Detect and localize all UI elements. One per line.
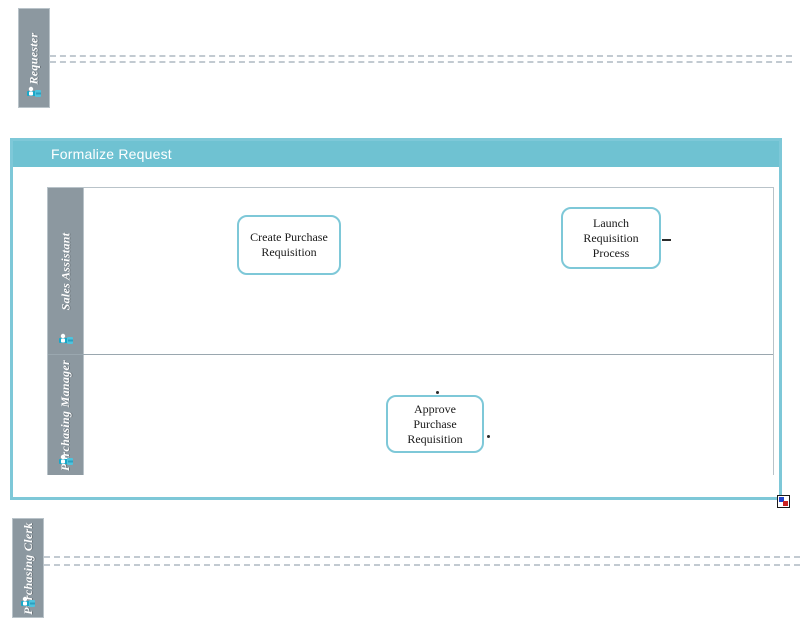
- pool-header-purchasing-clerk[interactable]: Purchasing Clerk: [12, 518, 44, 618]
- participant-actor-icon: [20, 595, 36, 611]
- task-launch-requisition-process[interactable]: Launch Requisition Process: [561, 207, 671, 269]
- message-flow-clerk-upper: [44, 556, 800, 558]
- lane-header-purchasing-manager[interactable]: Purchasing Manager: [48, 355, 84, 475]
- task-label: Approve Purchase Requisition: [407, 401, 463, 446]
- subprocess-title: Formalize Request: [13, 141, 199, 167]
- task-create-purchase-requisition[interactable]: Create Purchase Requisition: [237, 215, 341, 275]
- task-label: Create Purchase Requisition: [250, 230, 328, 259]
- lane-label-sales-assistant: Sales Assistant: [58, 232, 72, 310]
- sequence-flow-stub-dot: [436, 391, 439, 394]
- message-flow-requester-upper: [50, 55, 792, 57]
- lane-divider: [48, 354, 773, 355]
- task-label: Launch Requisition Process: [583, 215, 639, 260]
- marker-blue-square: [779, 497, 784, 502]
- lane-body-sales-assistant: [84, 188, 773, 354]
- message-flow-clerk-lower: [44, 564, 800, 566]
- task-approve-purchase-requisition[interactable]: Approve Purchase Requisition: [386, 391, 490, 453]
- sequence-flow-stub-dot: [487, 435, 490, 438]
- collapse-subprocess-marker[interactable]: [777, 495, 790, 508]
- message-flow-requester-lower: [50, 61, 792, 63]
- subprocess-formalize-request[interactable]: Formalize Request Sales Assistant: [10, 138, 782, 500]
- pool-label-requester: Requester: [26, 31, 41, 85]
- participant-actor-icon: [58, 453, 74, 469]
- lane-header-sales-assistant[interactable]: Sales Assistant: [48, 188, 84, 354]
- lane-sales-assistant[interactable]: Sales Assistant: [48, 188, 773, 354]
- sequence-flow-stub: [662, 239, 671, 241]
- pool-header-requester[interactable]: Requester: [18, 8, 50, 108]
- marker-red-square: [783, 501, 788, 506]
- participant-actor-icon: [58, 332, 74, 348]
- participant-actor-icon: [26, 85, 42, 101]
